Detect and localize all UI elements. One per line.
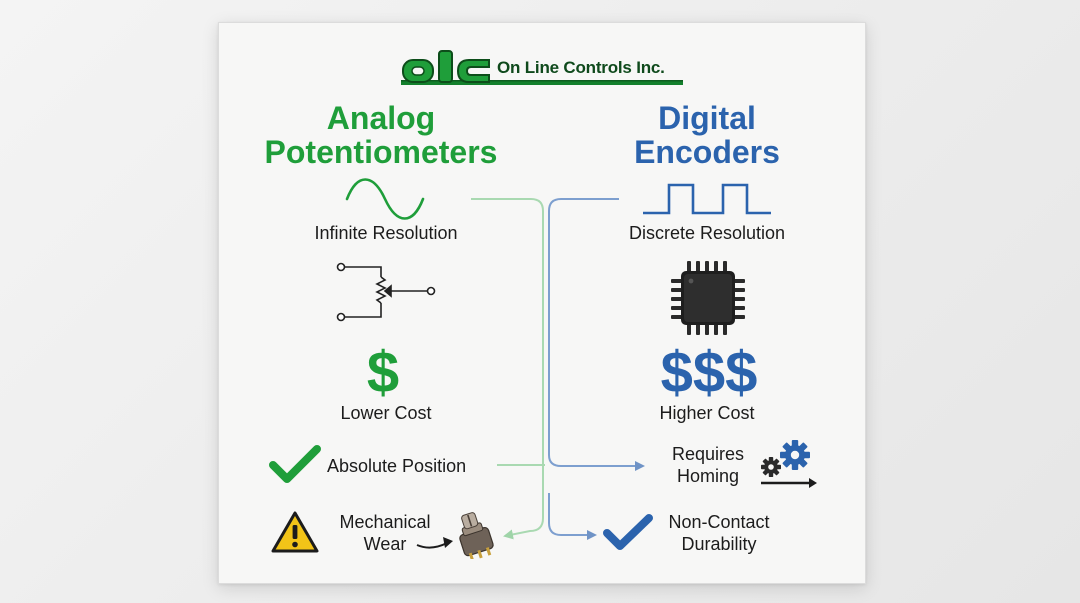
digital-homing-label: Requires Homing [649,443,767,487]
company-name: On Line Controls Inc. [497,58,665,77]
digital-cost-symbol: $$$ [660,340,758,405]
durability-line1: Non-Contact [668,512,770,532]
analog-cost-label: Lower Cost [340,403,432,423]
square-wave-icon [643,183,771,215]
potentiometer-knob-icon [459,512,494,559]
analog-resolution-label: Infinite Resolution [314,223,458,243]
analog-title-line2: Potentiometers [264,134,498,170]
durability-checkmark-icon [603,514,653,550]
gears-icon [761,440,817,488]
checkmark-icon [269,445,321,483]
digital-resolution-label: Discrete Resolution [628,223,786,243]
connector-lines [471,198,645,540]
durability-connector-line [548,493,597,540]
digital-title-line2: Encoders [634,134,780,170]
homing-line2: Homing [676,466,740,486]
analog-heading: Analog Potentiometers [251,101,511,169]
digital-connector-line [548,198,645,471]
digital-cost-label: Higher Cost [659,403,755,423]
microchip-icon [671,261,745,335]
analog-connector-line [471,198,544,540]
warning-icon [271,511,319,553]
digital-heading: Digital Encoders [597,101,817,169]
potentiometer-schematic-icon [336,262,436,322]
olc-logo-mark [401,50,683,85]
durability-line2: Durability [681,534,757,554]
wear-line2: Wear [363,534,407,554]
digital-durability-label: Non-Contact Durability [655,511,783,555]
homing-line1: Requires [671,444,745,464]
analog-cost-symbol: $ [366,340,400,405]
wear-arrow [416,537,453,549]
comparison-card: On Line Controls Inc. Analog Potentiomet… [218,22,866,584]
wear-line1: Mechanical [339,512,431,532]
digital-title-line1: Digital [658,100,756,136]
sine-wave-icon [345,178,425,220]
analog-position-label: Absolute Position [327,456,467,476]
analog-title-line1: Analog [326,100,436,136]
analog-wear-label: Mechanical Wear [323,511,447,555]
company-logo: On Line Controls Inc. [399,49,689,89]
